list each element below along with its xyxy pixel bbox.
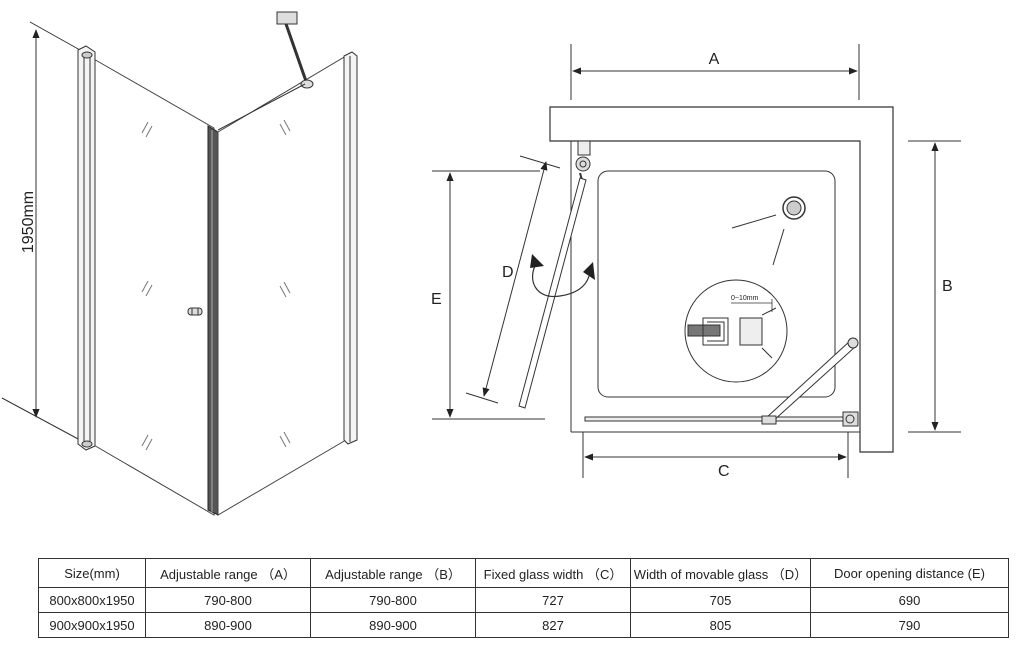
table-header-row: Size(mm) Adjustable range （A） Adjustable…: [38, 558, 1009, 588]
table-cell: 790-800: [145, 587, 311, 613]
height-label: 1950mm: [20, 191, 37, 253]
dimension-c-label: C: [718, 463, 730, 480]
dimension-a-label: A: [709, 51, 720, 68]
table-row: 800x800x1950 790-800 790-800 727 705 690: [38, 587, 1009, 613]
table-cell: 890-900: [145, 612, 311, 638]
table-cell: 890-900: [310, 612, 476, 638]
dimension-e-label: E: [431, 291, 442, 308]
fixed-glass-bracket: [842, 411, 859, 427]
size-specification-table: Size(mm) Adjustable range （A） Adjustable…: [38, 558, 1009, 638]
door-hinge: [575, 140, 591, 181]
stabilizer-bar-plan: [761, 337, 859, 425]
glass-reflection-marks: [141, 119, 291, 451]
header-fixed-glass-width: Fixed glass width （C）: [475, 558, 631, 588]
table-cell: 790: [810, 612, 1009, 638]
table-cell: 827: [475, 612, 631, 638]
header-adjustable-range-a: Adjustable range （A）: [145, 558, 311, 588]
header-movable-glass-width: Width of movable glass （D）: [630, 558, 811, 588]
plan-view: A 0~10mm: [431, 44, 961, 480]
ceiling-bracket: [276, 11, 298, 25]
table-cell: 690: [810, 587, 1009, 613]
table-cell: 800x800x1950: [38, 587, 146, 613]
shower-tray: [597, 170, 836, 398]
shower-enclosure-drawing: 1950mm: [1, 11, 961, 516]
gap-label: 0~10mm: [731, 295, 759, 302]
drain: [731, 196, 806, 266]
dimension-b-label: B: [942, 278, 953, 295]
gap-detail-callout: 0~10mm: [684, 279, 788, 383]
dimension-d-label: D: [502, 264, 514, 281]
stabilizer-bar: [284, 23, 309, 85]
table-cell: 705: [630, 587, 811, 613]
wall-profile-left: [77, 45, 96, 451]
fixed-glass: [584, 416, 849, 422]
fixed-panel: [217, 55, 347, 516]
wall: [549, 106, 894, 453]
table-cell: 900x900x1950: [38, 612, 146, 638]
table-cell: 790-800: [310, 587, 476, 613]
header-adjustable-range-b: Adjustable range （B）: [310, 558, 476, 588]
perspective-view: 1950mm: [1, 11, 358, 516]
table-cell: 727: [475, 587, 631, 613]
door-panel: [91, 57, 215, 516]
dimension-d-line: [482, 161, 548, 397]
door-handle: [187, 307, 203, 316]
corner-post: [207, 125, 219, 516]
header-door-opening-distance: Door opening distance (E): [810, 558, 1009, 588]
header-size: Size(mm): [38, 558, 146, 588]
table-cell: 805: [630, 612, 811, 638]
open-door: [518, 177, 587, 409]
table-row: 900x900x1950 890-900 890-900 827 805 790: [38, 612, 1009, 638]
